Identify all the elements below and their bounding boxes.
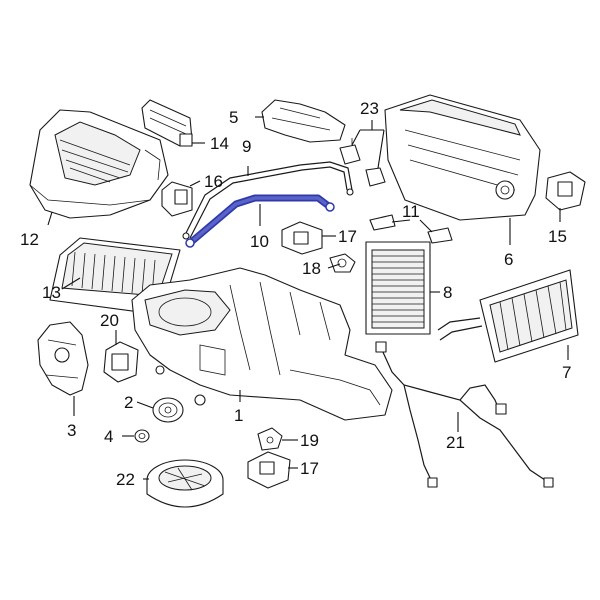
highlighted-hose-fill xyxy=(188,196,332,245)
part-21-wiring-harness xyxy=(375,341,554,488)
part-11-clips xyxy=(369,214,453,244)
callout-20: 20 xyxy=(100,311,119,330)
part-22-blower-motor xyxy=(146,459,224,508)
part-19-clip xyxy=(257,427,283,451)
callout-13: 13 xyxy=(42,283,61,302)
part-4-grommet xyxy=(134,429,150,443)
part-12-housing xyxy=(29,109,169,219)
part-18-sensor xyxy=(329,253,356,273)
callout-19: 19 xyxy=(300,431,319,450)
part-1-hvac-case xyxy=(131,267,393,421)
callout-labels: 1 2 3 4 5 6 7 8 9 10 11 12 13 14 15 16 1… xyxy=(20,99,571,489)
callout-16: 16 xyxy=(204,172,223,191)
callout-14: 14 xyxy=(210,134,229,153)
callout-12: 12 xyxy=(20,230,39,249)
callout-2: 2 xyxy=(124,393,133,412)
part-17-actuator-upper xyxy=(281,221,323,255)
callout-15: 15 xyxy=(548,227,567,246)
callout-3: 3 xyxy=(67,421,76,440)
part-3-door xyxy=(37,321,89,396)
callout-5: 5 xyxy=(229,108,238,127)
leader-lines xyxy=(47,116,569,480)
part-14-actuator xyxy=(141,99,193,147)
callout-10: 10 xyxy=(250,232,269,251)
callout-4: 4 xyxy=(104,427,113,446)
callout-17a: 17 xyxy=(338,227,357,246)
callout-21: 21 xyxy=(446,433,465,452)
callout-1: 1 xyxy=(234,406,243,425)
callout-6: 6 xyxy=(504,250,513,269)
part-2-wheel xyxy=(152,397,184,423)
callout-23: 23 xyxy=(360,99,379,118)
part-5-cover xyxy=(261,99,346,143)
callout-22: 22 xyxy=(116,470,135,489)
part-16-actuator xyxy=(161,181,193,217)
part-23-valves xyxy=(339,138,386,187)
part-20-module xyxy=(103,341,139,383)
part-8-heater-core xyxy=(365,241,431,335)
callout-11: 11 xyxy=(402,202,420,221)
part-7-evaporator xyxy=(437,269,579,363)
part-17-actuator-lower xyxy=(247,451,291,489)
part-9-tube xyxy=(182,161,354,240)
callout-7: 7 xyxy=(562,363,571,382)
callout-9: 9 xyxy=(242,137,251,156)
part-6-housing xyxy=(384,94,541,221)
callout-18: 18 xyxy=(302,259,321,278)
part-15-module xyxy=(545,171,586,211)
part-10-heater-hose-highlighted xyxy=(185,194,335,248)
callout-8: 8 xyxy=(443,283,452,302)
callout-17b: 17 xyxy=(300,459,319,478)
